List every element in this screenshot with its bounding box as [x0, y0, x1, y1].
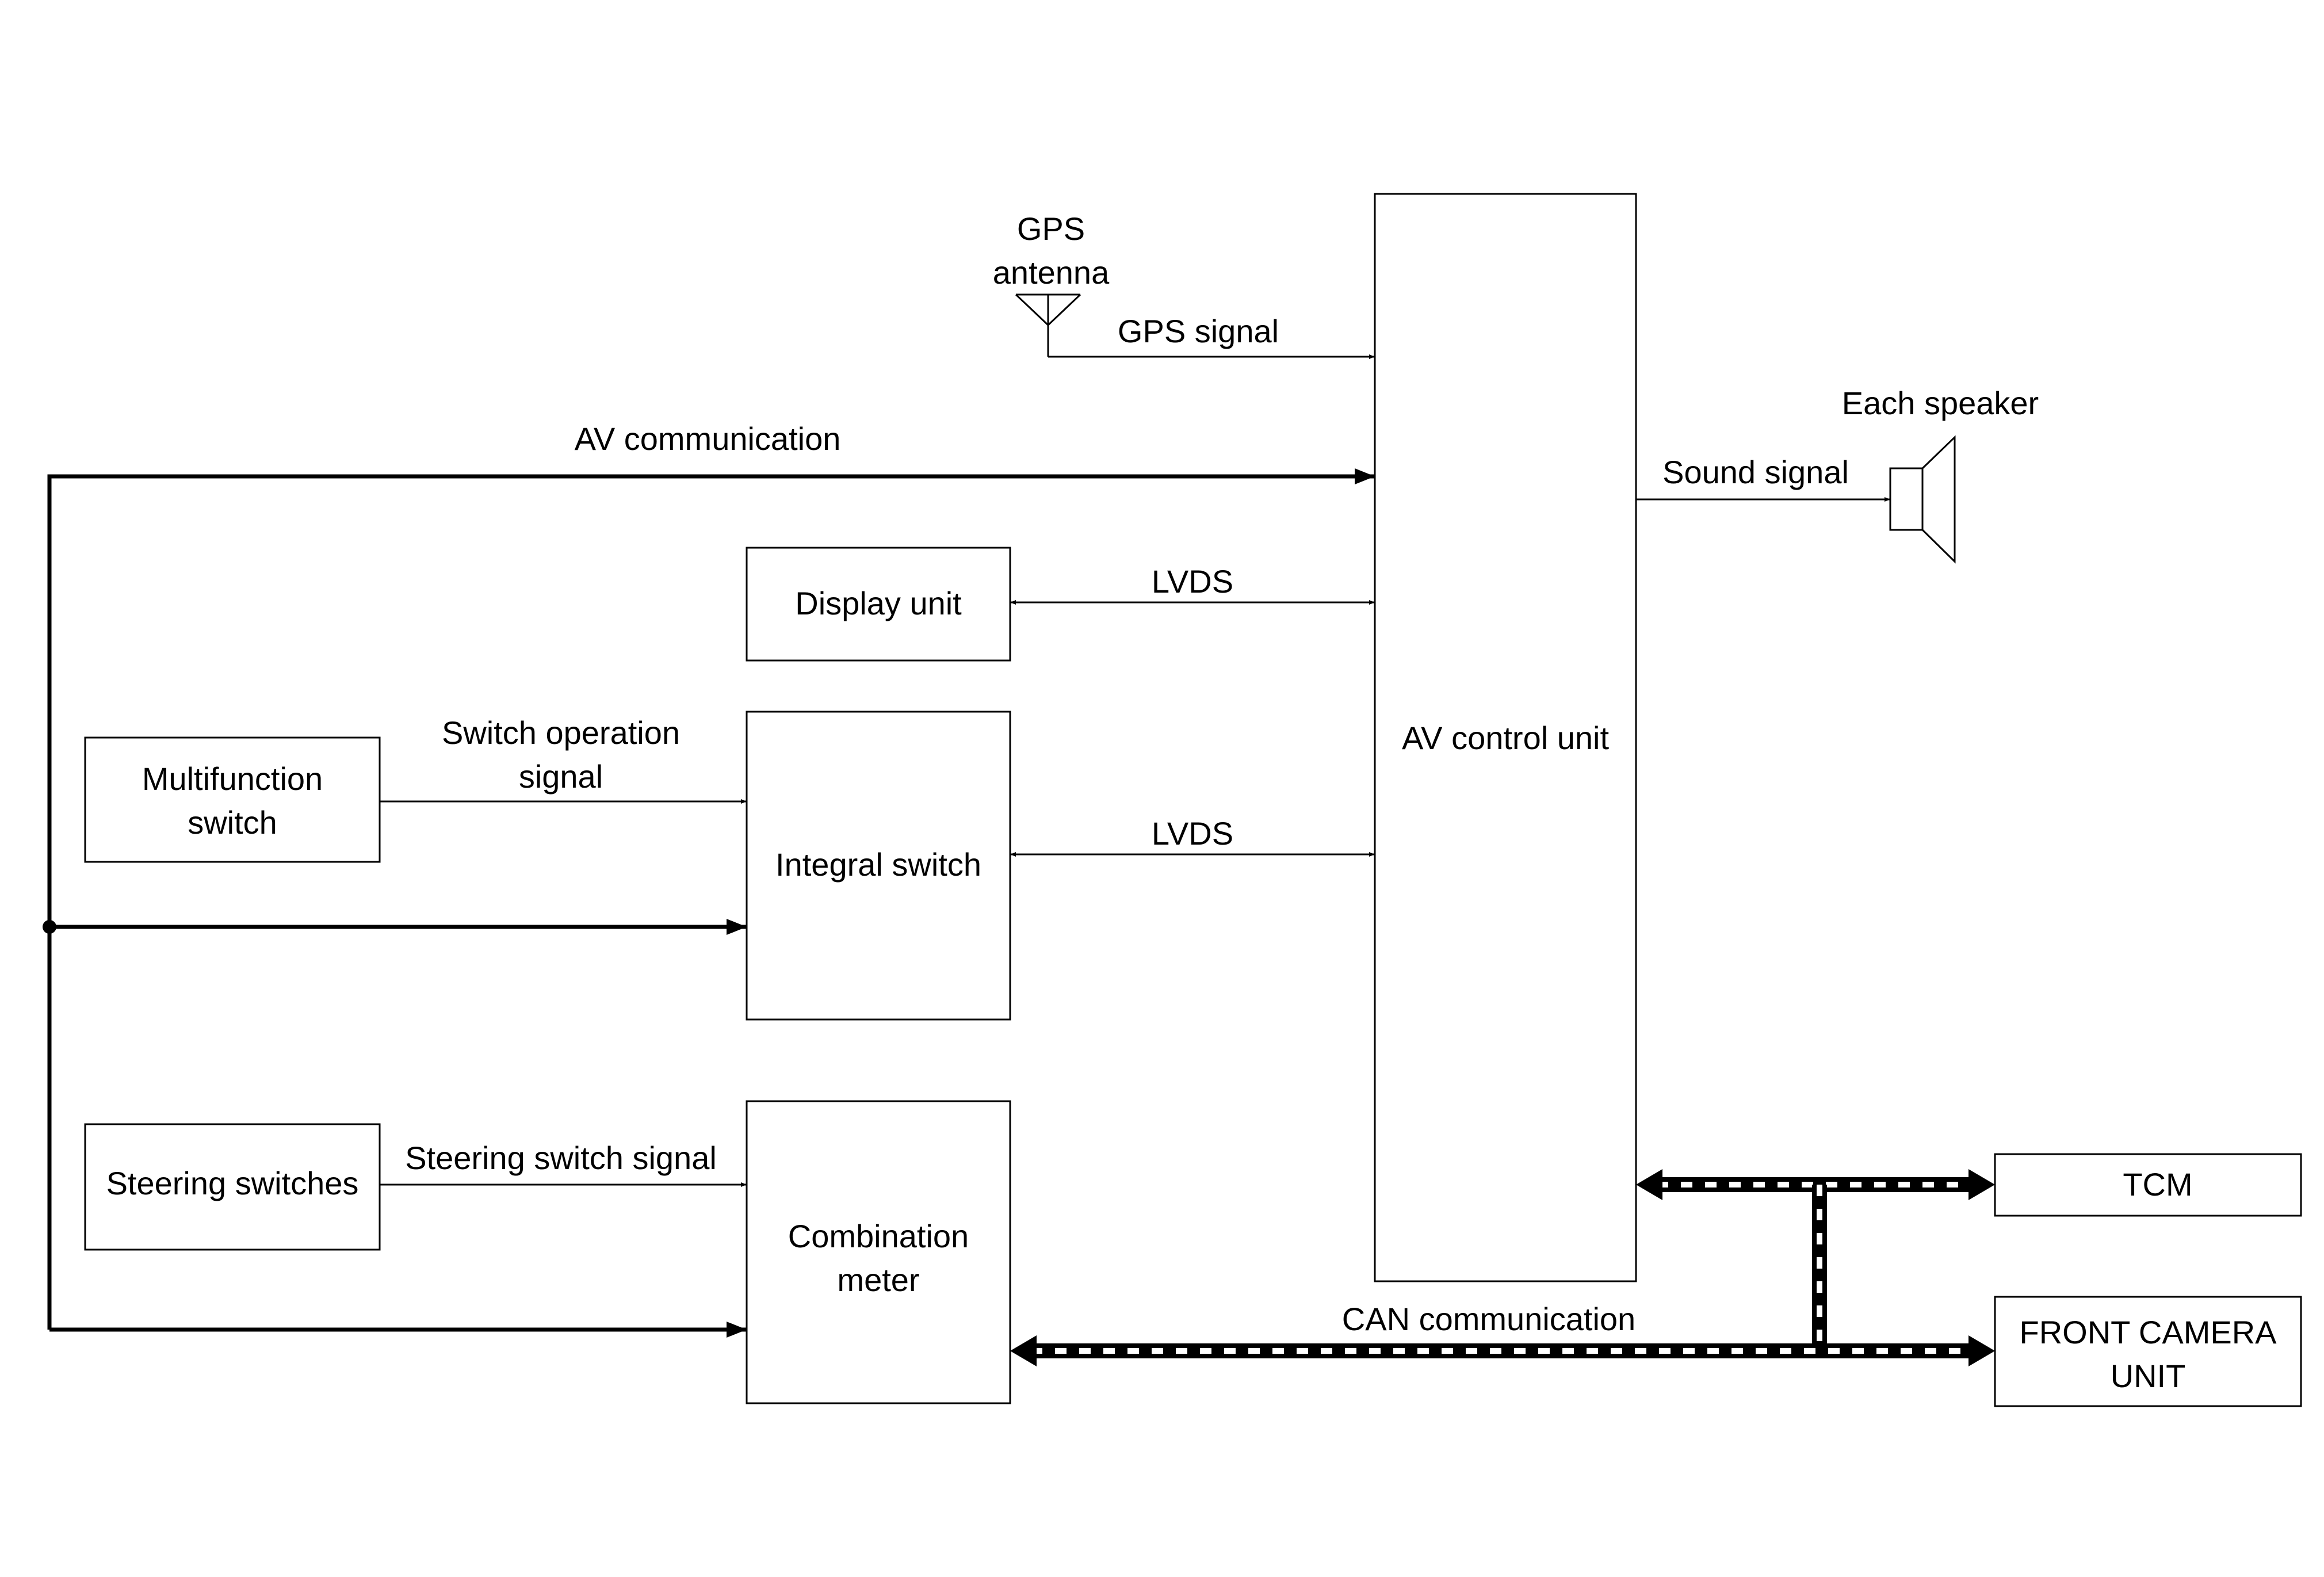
av-control-unit-label: AV control unit: [1402, 720, 1609, 756]
integral-switch-label: Integral switch: [775, 846, 981, 883]
multifunction-switch-box: [84, 736, 381, 863]
multifunction-switch-label-line1: Multifunction: [142, 761, 323, 797]
steering-switch-signal-label: Steering switch signal: [405, 1140, 717, 1176]
can-communication-label: CAN communication: [1342, 1301, 1635, 1337]
combination-meter-label-line1: Combination: [788, 1218, 969, 1254]
each-speaker-label: Each speaker: [1842, 385, 2039, 421]
steering-switches-box: [84, 1123, 381, 1251]
av-communication-label: AV communication: [575, 421, 841, 457]
multifunction-switch-label-line2: switch: [188, 804, 277, 841]
gps-antenna-label-line1: GPS: [1017, 211, 1085, 247]
lvds-integral-label: LVDS: [1152, 815, 1233, 851]
av-communication-line-top: [47, 468, 1375, 1330]
switch-operation-signal-label-line2: signal: [519, 758, 603, 795]
front-camera-unit-label-line1: FRONT CAMERA: [2020, 1314, 2277, 1350]
av-communication-junction: [43, 920, 56, 934]
lvds-display-label: LVDS: [1152, 563, 1233, 600]
gps-signal-label: GPS signal: [1118, 313, 1279, 349]
av-control-unit-box: [1374, 193, 1637, 1282]
combination-meter-box: [746, 1100, 1011, 1404]
display-unit-label: Display unit: [795, 585, 962, 621]
tcm-box: [1994, 1153, 2302, 1217]
gps-antenna-icon: [1015, 293, 1081, 357]
integral-switch-box: [746, 711, 1011, 1021]
speaker-icon: [1889, 435, 1956, 564]
display-unit-box: [746, 547, 1011, 662]
tcm-label: TCM: [2123, 1166, 2192, 1202]
gps-antenna-label-line2: antenna: [993, 254, 1110, 291]
front-camera-unit-label-line2: UNIT: [2111, 1358, 2186, 1394]
front-camera-unit-box: [1994, 1296, 2302, 1407]
can-communication-bus: [1010, 1169, 1995, 1366]
sound-signal-label: Sound signal: [1662, 454, 1849, 490]
combination-meter-label-line2: meter: [837, 1262, 919, 1298]
switch-operation-signal-label-line1: Switch operation: [442, 715, 680, 751]
steering-switches-label: Steering switches: [106, 1165, 359, 1201]
